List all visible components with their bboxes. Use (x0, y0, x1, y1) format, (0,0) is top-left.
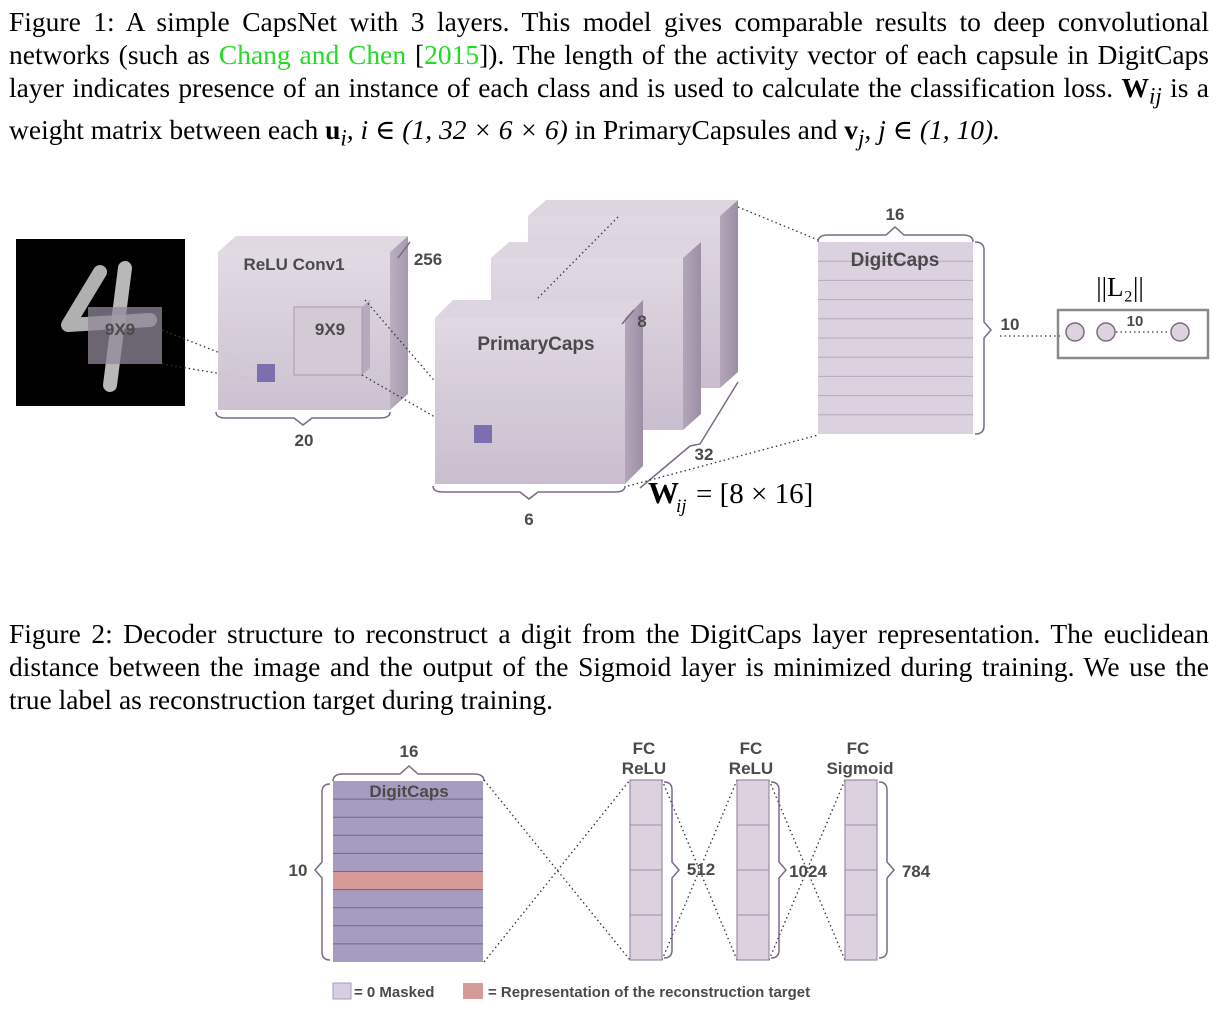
math-w-sub: ij (1149, 83, 1162, 109)
conv1-title: ReLU Conv1 (243, 255, 344, 274)
decoder-diagram: 16 DigitCaps 10 FC ReLU 512 FC ReLU 1024… (289, 739, 931, 1001)
fc1-activation: ReLU (622, 759, 666, 778)
capsnet-diagram: 9X9 ReLU Conv1 256 9X9 20 Prim (16, 200, 1210, 529)
math-v-sub: j (857, 125, 865, 150)
primarycaps-count: 32 (695, 445, 714, 464)
figure1-caption-label: Figure 1: (9, 6, 115, 37)
primarycaps-width: 6 (524, 510, 533, 529)
conv1-kernel-unit (257, 364, 275, 382)
figure1-caption-part1: A simple CapsNet with 3 layers. This mod… (9, 6, 1209, 70)
conv1-block: ReLU Conv1 256 9X9 20 (215, 236, 442, 450)
citation-link-authors[interactable]: Chang and Chen (218, 39, 407, 70)
fc2-type: FC (740, 739, 763, 758)
fc3-type: FC (847, 739, 870, 758)
fc3-activation: Sigmoid (826, 759, 893, 778)
primarycaps-title: PrimaryCaps (477, 334, 594, 355)
legend-masked-label: = 0 Masked (354, 984, 434, 1001)
weight-label-w: W (648, 475, 679, 510)
legend-target-label: = Representation of the reconstruction t… (488, 984, 810, 1001)
figure2-caption-text: Decoder structure to reconstruct a digit… (9, 618, 1210, 715)
decoder-legend: = 0 Masked = Representation of the recon… (332, 982, 810, 1001)
math-u: u (325, 113, 341, 145)
primarycaps-depth: 8 (637, 312, 646, 331)
math-w: W (1121, 72, 1150, 103)
math-v-range: , j ∈ (1, 10). (864, 113, 1001, 145)
input-kernel-window (88, 307, 162, 364)
digitcaps-title: DigitCaps (851, 250, 940, 271)
math-u-sub: i (340, 125, 347, 150)
conv1-kernel-label: 9X9 (315, 320, 345, 339)
fc2-activation: ReLU (729, 759, 773, 778)
decoder-digitcaps-dim: 16 (400, 742, 419, 761)
norm-output-block: ||L₂|| 10 (1056, 272, 1210, 360)
figure1-caption-part4: in PrimaryCapsules and (574, 113, 838, 145)
digitcaps-block: 16 DigitCaps 10 (817, 205, 1062, 435)
decoder-digitcaps-title: DigitCaps (369, 782, 448, 801)
weight-label-sub: ij (676, 496, 687, 517)
fc2-layer: FC ReLU 1024 (729, 739, 827, 961)
citation-link-year[interactable]: 2015 (424, 39, 480, 70)
decoder-digitcaps-rows: 10 (289, 861, 308, 880)
figure2-caption: Figure 2: Decoder structure to reconstru… (9, 617, 1209, 716)
weight-label-value: = [8 × 16] (696, 478, 813, 510)
decoder-digitcaps-block: 16 DigitCaps 10 (289, 742, 485, 962)
decoder-connection-lines (483, 779, 846, 963)
fc1-size: 512 (687, 860, 715, 879)
norm-label: ||L₂|| (1096, 272, 1144, 302)
math-u-range: , i ∈ (1, 32 × 6 × 6) (346, 113, 568, 145)
fc1-type: FC (633, 739, 656, 758)
fc1-layer: FC ReLU 512 (622, 739, 715, 961)
figure1-caption: Figure 1: A simple CapsNet with 3 layers… (9, 6, 1209, 150)
fc3-layer: FC Sigmoid 784 (826, 739, 931, 961)
conv1-depth: 256 (414, 250, 442, 269)
primarycaps-kernel-unit (474, 425, 492, 443)
math-v: v (844, 113, 858, 145)
conv1-width: 20 (295, 431, 314, 450)
figure1-caption-part3: is a weight matrix between each (9, 72, 1209, 145)
primarycaps-block: PrimaryCaps 8 6 32 (432, 200, 819, 529)
figure2-caption-label: Figure 2: (9, 618, 113, 649)
digitcaps-dim: 16 (886, 205, 905, 224)
fc2-size: 1024 (789, 862, 827, 881)
legend-target-swatch (463, 983, 483, 999)
fc3-size: 784 (902, 862, 931, 881)
digitcaps-rows: 10 (1001, 315, 1020, 334)
input-digit-image: 9X9 (16, 239, 185, 406)
input-kernel-label: 9X9 (105, 320, 135, 339)
figure1-caption-part2: ). The length of the activity vector of … (9, 39, 1209, 103)
legend-masked-swatch (332, 982, 352, 1000)
reconstruction-target-row (333, 871, 483, 889)
norm-count: 10 (1127, 313, 1144, 330)
